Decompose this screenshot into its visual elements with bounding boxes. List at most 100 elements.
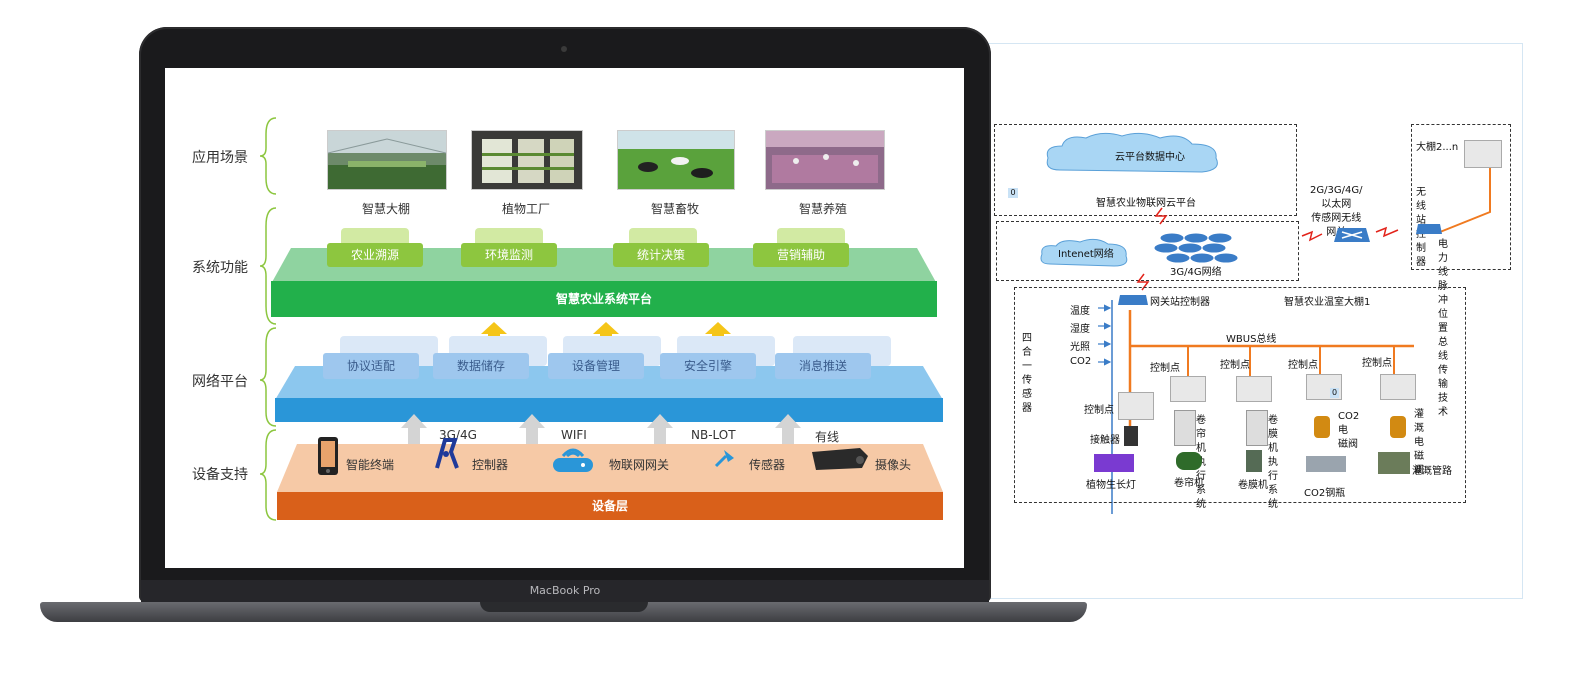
cloud-label: 云平台数据中心: [1115, 152, 1185, 163]
controller-device: [1118, 392, 1154, 420]
laptop-base: [40, 602, 1087, 622]
router-icon: [553, 448, 593, 472]
link-label: 有线: [815, 430, 840, 444]
function-tab: 农业溯源: [327, 243, 423, 267]
device-label: 智能终端: [346, 458, 395, 472]
greenhouse-1-label: 智慧农业温室大棚1: [1284, 297, 1371, 308]
laptop-chin: [141, 580, 989, 602]
section-label-devices: 设备支持: [192, 467, 248, 483]
section-label-functions: 系统功能: [192, 260, 248, 276]
grow-light-icon: [1094, 454, 1134, 472]
cloud-platform-box: [994, 124, 1297, 216]
controller-device: [1464, 140, 1502, 168]
greenhouse-1-box: [1014, 287, 1466, 503]
function-tab: 营销辅助: [753, 243, 849, 267]
film-label: 卷膜机: [1238, 480, 1268, 491]
station-switch-icon: [1416, 224, 1442, 234]
link-label: WIFI: [561, 428, 587, 442]
cloud-platform-label: 智慧农业物联网云平台: [1096, 198, 1196, 209]
laptop-screen: 应用场景 系统功能 网络平台 设备支持 智慧大棚: [165, 68, 964, 568]
controller-device: [1170, 376, 1206, 402]
bus-label: WBUS总线: [1226, 334, 1277, 345]
mobile-net-label: 3G/4G网络: [1170, 267, 1222, 278]
network-tab: 协议适配: [323, 353, 419, 379]
greenhouse-n-label: 大棚2...n: [1416, 142, 1459, 153]
network-tab: 安全引擎: [660, 353, 756, 379]
scene-label: 智慧大棚: [361, 202, 410, 216]
scene-label: 智慧畜牧: [650, 202, 699, 216]
device-label: 摄像头: [875, 458, 912, 472]
co2-bottle-label: CO2钢瓶: [1304, 488, 1346, 499]
film-machine-icon: [1246, 450, 1262, 472]
network-tab: 消息推送: [775, 353, 871, 379]
irrigation-valve-label: 灌溉电 磁阀: [1414, 409, 1424, 476]
laptop-brand: MacBook Pro: [529, 584, 601, 597]
internet-label: Intenet网络: [1058, 249, 1114, 260]
control-point-label: 控制点: [1084, 405, 1114, 416]
section-label-scenes: 应用场景: [192, 150, 248, 166]
function-tab: 统计决策: [613, 243, 709, 267]
co2-badge: 0: [1330, 388, 1339, 398]
control-point-label: 控制点: [1150, 363, 1180, 374]
co2-valve-label: CO2电 磁阀: [1338, 411, 1360, 450]
curtain-cabinet-icon: [1174, 410, 1196, 446]
up-arrow-icon: [647, 414, 673, 446]
link-label: NB-LOT: [691, 428, 736, 442]
film-exec-label: 卷膜机执 行系统: [1268, 415, 1278, 510]
wireless-gateway-label: 2G/3G/4G/以太网 传感网无线网关: [1310, 185, 1363, 238]
switch-icon: [1334, 228, 1370, 242]
sensor-group-label: 四合一传 感器: [1022, 333, 1032, 414]
curtain-label: 卷帘机: [1174, 478, 1204, 489]
cloud-badge: 0: [1008, 188, 1018, 198]
section-braces: [260, 117, 277, 521]
photo-livestock: [617, 130, 735, 190]
contactor-label: 接触器: [1090, 435, 1120, 446]
sensor-label: CO2: [1070, 356, 1092, 367]
laptop-notch: [480, 602, 648, 612]
scene-label: 植物工厂: [501, 202, 550, 216]
network-tab: 设备管理: [548, 353, 644, 379]
power-line-label: 电力线脉冲位置 总线传输技术: [1438, 239, 1448, 418]
control-point-label: 控制点: [1362, 358, 1392, 369]
sensor-label: 温度: [1070, 306, 1090, 317]
film-cabinet-icon: [1246, 410, 1268, 446]
section-label-network: 网络平台: [192, 374, 248, 390]
sensor-label: 湿度: [1070, 324, 1090, 335]
irrigation-pipe-label: 灌溉管路: [1412, 466, 1452, 477]
function-tab: 环境监测: [461, 243, 557, 267]
gateway-station-label: 网关站控制器: [1150, 297, 1210, 308]
photo-greenhouse: [327, 130, 447, 190]
platform-bar: 智慧农业系统平台: [271, 281, 937, 317]
up-arrow-icon: [401, 414, 427, 446]
device-label: 传感器: [749, 458, 786, 472]
sensor-icon: [714, 450, 734, 468]
device-label: 控制器: [472, 458, 509, 472]
control-point-label: 控制点: [1220, 360, 1250, 371]
photo-aquaculture: [765, 130, 885, 190]
internet-cloud-icon: [1040, 238, 1128, 267]
device-layer-bar: 设备层: [277, 492, 943, 520]
photo-plant-factory: [471, 130, 583, 190]
scene-label: 智慧养殖: [798, 202, 847, 216]
wireless-station-label: 无线站 控制器: [1416, 187, 1426, 268]
phone-icon: [318, 437, 338, 475]
irrigation-pipe-icon: [1378, 452, 1410, 474]
mobile-net-icon: [1153, 232, 1239, 264]
network-tab: 数据储存: [433, 353, 529, 379]
network-box: [996, 221, 1299, 281]
brace-functions: [260, 207, 277, 325]
co2-bottle-icon: [1306, 456, 1346, 472]
contactor-icon: [1124, 426, 1138, 446]
curtain-machine-icon: [1176, 452, 1202, 470]
network-bar: [275, 398, 943, 422]
camera-dot: [561, 46, 567, 52]
brace-scenes: [260, 117, 277, 195]
grow-light-label: 植物生长灯: [1086, 480, 1136, 491]
device-label: 物联网网关: [609, 458, 670, 472]
up-arrow-icon: [775, 414, 801, 446]
up-arrow-icon: [519, 414, 545, 446]
co2-valve-icon: [1314, 416, 1330, 438]
brace-devices: [260, 429, 277, 521]
sensor-label: 光照: [1070, 342, 1090, 353]
control-point-label: 控制点: [1288, 360, 1318, 371]
